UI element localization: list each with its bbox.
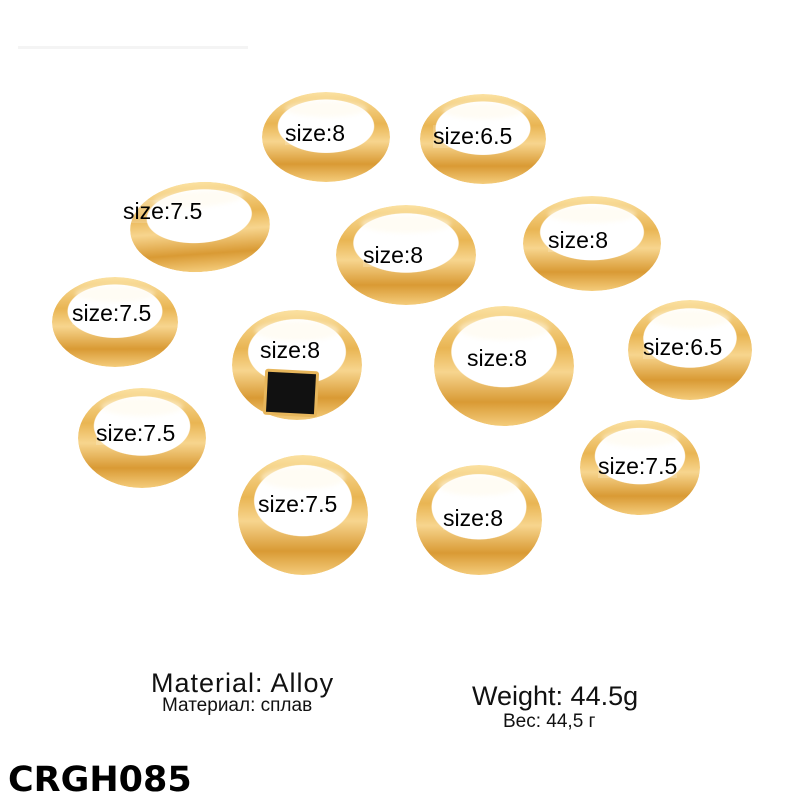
ring-9-size-label: size:6.5 [643,334,723,360]
black-stone [262,368,320,418]
ring-2-size-label: size:6.5 [433,123,513,149]
material-english: Material: Alloy [151,668,335,698]
ring-10 [78,388,206,488]
ring-13 [416,465,542,575]
faint-watermark [18,46,248,49]
ring-9 [628,300,752,400]
ring-4-size-label: size:8 [363,242,424,268]
ring-13-size-label: size:8 [443,505,504,531]
ring-7-size-label: size:8 [260,337,321,363]
ring-6-size-label: size:7.5 [72,300,152,326]
ring-1 [262,92,390,182]
weight-russian: Вес: 44,5 г [503,711,596,732]
ring-11 [580,420,700,515]
product-code: CRGH085 [8,760,192,800]
ring-12-size-label: size:7.5 [258,491,338,517]
ring-5 [523,196,661,291]
weight-english: Weight: 44.5g [472,681,639,711]
ring-2 [420,94,546,184]
ring-1-size-label: size:8 [285,120,346,146]
ring-3 [127,177,273,277]
material-russian: Материал: сплав [162,695,313,716]
ring-11-size-label: size:7.5 [598,453,678,479]
ring-8 [434,306,574,426]
ring-12 [238,455,368,575]
ring-10-size-label: size:7.5 [96,420,176,446]
ring-8-size-label: size:8 [467,345,528,371]
ring-4 [336,205,476,305]
ring-5-size-label: size:8 [548,227,609,253]
ring-3-size-label: size:7.5 [123,198,203,224]
ring-6 [52,277,178,367]
